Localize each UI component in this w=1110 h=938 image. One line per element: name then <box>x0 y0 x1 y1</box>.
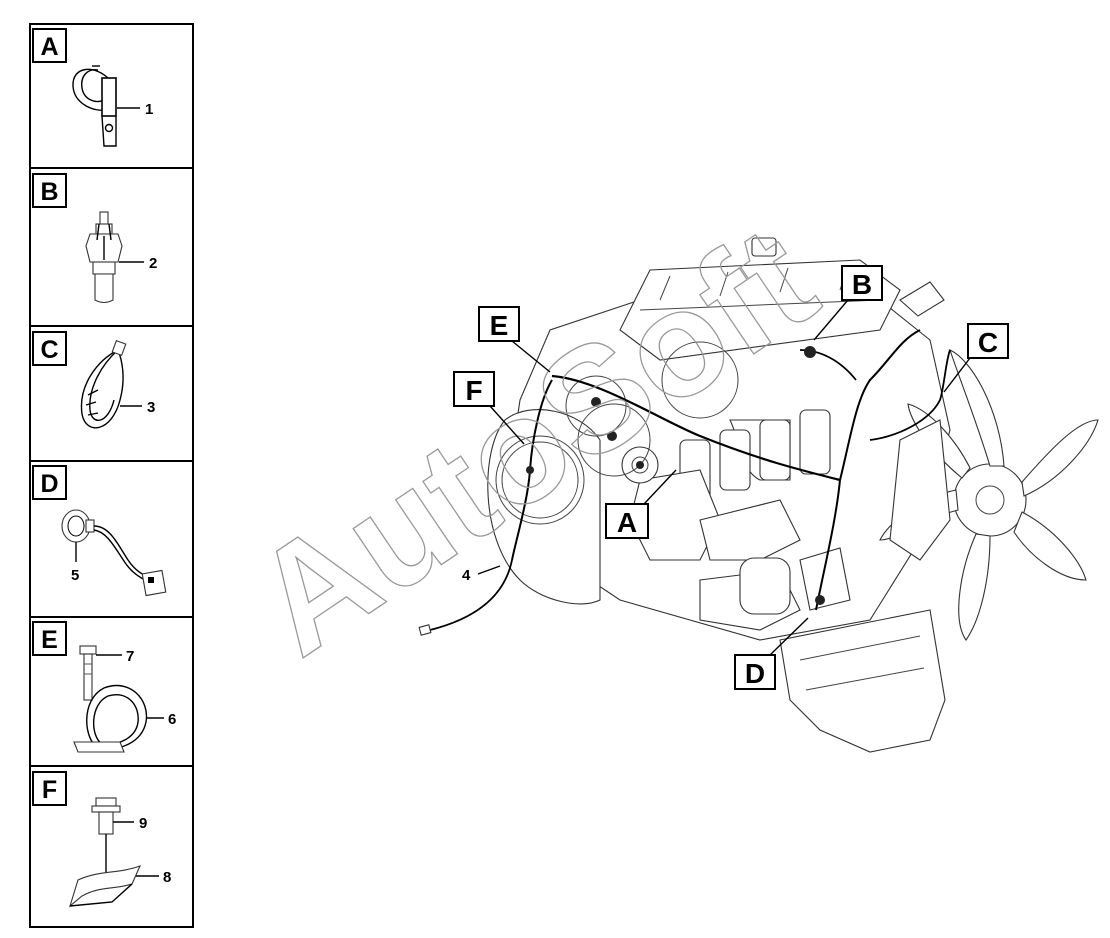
callout-8: 8 <box>163 869 171 886</box>
panel-e: E 7 6 <box>32 621 176 753</box>
engine-illustration <box>418 237 1099 753</box>
panel-c-letter: C <box>40 336 58 364</box>
callout-4: 4 <box>462 567 471 584</box>
panel-a-badge <box>32 28 67 63</box>
callout-e-letter: E <box>490 310 509 341</box>
panel-f: F 9 8 <box>32 771 171 908</box>
panel-f-letter: F <box>42 776 57 804</box>
callout-f-badge <box>453 371 495 407</box>
bolt-bracket-part-icon <box>68 797 142 908</box>
panel-f-badge <box>32 771 67 806</box>
panel-a: A 1 <box>32 28 153 147</box>
callout-d-badge <box>734 654 776 690</box>
callout-7: 7 <box>126 648 134 665</box>
callout-9: 9 <box>139 815 147 832</box>
callout-1: 1 <box>145 101 153 118</box>
callout-6: 6 <box>168 711 176 728</box>
panel-e-badge <box>32 621 67 656</box>
panel-b-badge <box>32 173 67 208</box>
callout-a-badge <box>605 503 649 539</box>
callout-b-letter: B <box>852 269 872 300</box>
panel-b: B 2 <box>32 173 157 304</box>
panel-d: D 5 <box>32 465 167 597</box>
callout-b-badge <box>841 265 883 301</box>
detail-panels: A 1 B <box>29 23 194 928</box>
sensor-part-icon <box>85 211 123 304</box>
panel-e-letter: E <box>41 626 58 654</box>
panel-d-badge <box>32 465 67 500</box>
panel-a-letter: A <box>40 33 58 61</box>
connector-part-icon <box>61 509 167 597</box>
callout-d-letter: D <box>745 658 765 689</box>
panel-c-badge <box>32 331 67 366</box>
callout-3: 3 <box>147 399 155 416</box>
callout-5: 5 <box>71 567 79 584</box>
panel-d-letter: D <box>40 470 58 498</box>
callout-f-letter: F <box>465 375 482 406</box>
callout-c-letter: C <box>978 327 998 358</box>
callout-a-letter: A <box>617 507 637 538</box>
panel-c: C 3 <box>32 331 155 429</box>
callout-2: 2 <box>149 255 157 272</box>
clip-part-icon <box>72 65 117 147</box>
callout-e-badge <box>478 306 520 342</box>
bolt-clamp-part-icon <box>73 645 148 753</box>
callout-c-badge <box>967 323 1009 359</box>
cable-tie-part-icon <box>80 339 127 429</box>
panel-b-letter: B <box>40 178 58 206</box>
engine-callouts: B C E F A D 4 <box>453 265 1009 690</box>
